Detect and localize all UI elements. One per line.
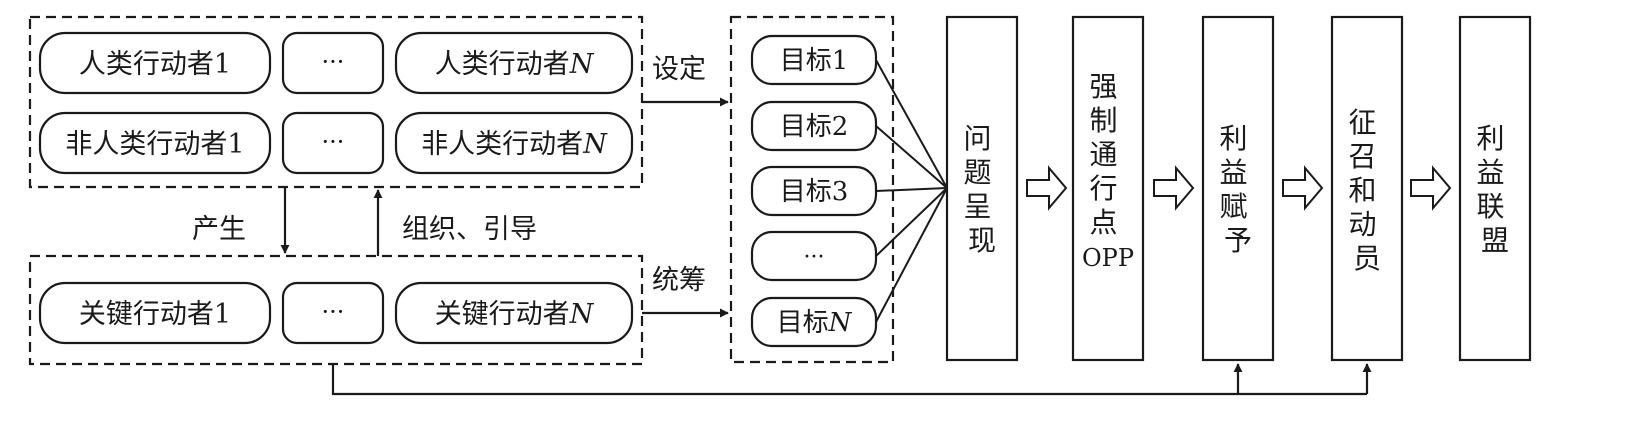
key-actor-1-node — [38, 281, 272, 345]
goal-n-label: 目标N — [777, 308, 853, 338]
key-actor-ellipsis-label: ··· — [322, 298, 345, 326]
human-actor-1-label: 人类行动者1 — [79, 49, 231, 80]
alliance-label: 利 益 联 盟 — [1477, 122, 1514, 257]
human-actor-n-node — [394, 31, 634, 95]
alliance-node — [1458, 15, 1532, 362]
problematization-node — [945, 15, 1019, 362]
produce-label: 产生 — [192, 214, 246, 245]
opp-node — [1071, 15, 1145, 362]
human-actor-ellipsis-node — [281, 31, 385, 95]
nonhuman-actor-n-node — [394, 111, 634, 175]
goal-ellipsis-link — [875, 187, 948, 257]
goal-2-link — [875, 125, 948, 189]
nonhuman-actor-ellipsis-label: ··· — [322, 128, 345, 156]
enrolment-node — [1330, 15, 1404, 362]
stage-arrow-2 — [1153, 165, 1195, 211]
stage-arrow-3 — [1282, 165, 1324, 211]
stage-arrow-1 — [1026, 165, 1068, 211]
nonhuman-actor-n-label: 非人类行动者N — [421, 129, 608, 160]
key-actor-1-label: 关键行动者1 — [79, 299, 231, 330]
key-actor-n-node — [394, 281, 634, 345]
goal-3-label: 目标3 — [780, 177, 849, 207]
goal-1-label: 目标1 — [780, 46, 849, 76]
nonhuman-actor-1-node — [38, 111, 272, 175]
goal-1-link — [875, 59, 948, 189]
key-actor-n-label: 关键行动者N — [435, 299, 595, 330]
goals-group-border — [729, 15, 895, 364]
human-actor-1-node — [38, 31, 272, 95]
opp-label: 强 制 通 行 点 OPP — [1082, 70, 1134, 272]
problematization-label: 问 题 呈 现 — [964, 122, 1001, 257]
interessement-label: 利 益 赋 予 — [1220, 122, 1257, 257]
human-actor-ellipsis-label: ··· — [322, 48, 345, 76]
stage-arrow-4 — [1410, 165, 1452, 211]
organize-guide-label: 组织、引导 — [402, 214, 537, 245]
nonhuman-actor-1-label: 非人类行动者1 — [65, 129, 244, 160]
goal-3-link — [875, 187, 948, 192]
goal-convergence-lines — [875, 59, 948, 323]
nonhuman-actor-ellipsis-node — [281, 111, 385, 175]
goal-ellipsis-label: ··· — [804, 245, 825, 270]
key-actors-group-border — [28, 254, 644, 366]
key-actor-feedback-line — [331, 364, 1367, 396]
interessement-node — [1201, 15, 1275, 362]
human-actor-n-label: 人类行动者N — [435, 49, 595, 80]
goal-2-label: 目标2 — [780, 112, 849, 142]
enrolment-label: 征 召 和 动 员 — [1349, 106, 1386, 275]
set-label: 设定 — [652, 54, 706, 85]
goal-n-link — [875, 187, 948, 323]
key-actor-ellipsis-node — [281, 281, 385, 345]
coordinate-label: 统筹 — [652, 265, 706, 296]
